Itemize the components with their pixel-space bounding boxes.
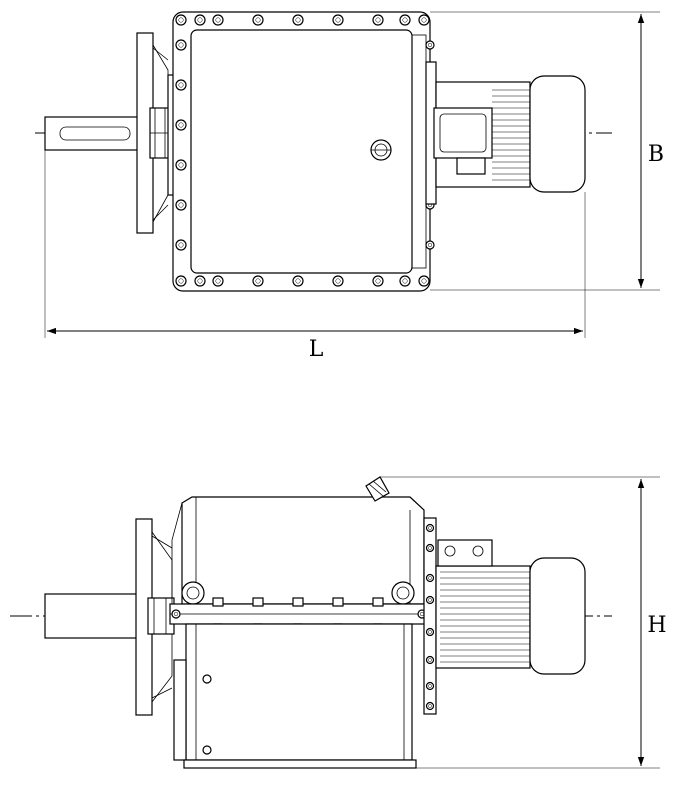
bolt-head — [175, 119, 187, 131]
top-flange — [136, 32, 173, 234]
top-motor — [425, 61, 586, 205]
bolt-head — [171, 609, 181, 619]
bolt-head — [425, 523, 435, 533]
bolt-head — [425, 595, 435, 605]
bolt-head — [425, 543, 435, 553]
bolt-head — [292, 14, 304, 26]
bolt-head — [425, 573, 435, 583]
bolt-head — [372, 275, 384, 287]
bolt-head — [425, 701, 435, 711]
bolt-head — [252, 597, 264, 607]
bolt-head — [425, 40, 435, 50]
bolt-head — [212, 275, 224, 287]
dimension-h-label: H — [647, 613, 666, 638]
bolt-head — [212, 597, 224, 607]
bolt-head — [425, 240, 435, 250]
bolt-head — [399, 14, 411, 26]
bolt-head — [252, 14, 264, 26]
side-motor — [423, 517, 586, 715]
bolt-head — [212, 14, 224, 26]
side-flange — [135, 518, 175, 716]
bolt-head — [332, 14, 344, 26]
bolt-head — [372, 597, 384, 607]
bolt-head — [418, 275, 430, 287]
side-lower-housing — [173, 623, 417, 769]
side-output-shaft — [44, 593, 146, 639]
bolt-head — [332, 597, 344, 607]
bolt-head — [372, 14, 384, 26]
bolt-head — [425, 627, 435, 637]
bolt-head — [332, 275, 344, 287]
bolt-head — [425, 655, 435, 665]
bolt-head — [175, 275, 187, 287]
bolt-head — [418, 14, 430, 26]
bolt-head — [175, 14, 187, 26]
bolt-head — [175, 199, 187, 211]
bolt-head — [194, 275, 206, 287]
side-view: H — [10, 476, 667, 769]
bolt-head — [175, 39, 187, 51]
dimension-b: B — [430, 11, 664, 291]
dimension-l-label: L — [309, 337, 324, 362]
bolt-head — [175, 239, 187, 251]
bolt-head — [292, 597, 304, 607]
side-upper-housing — [171, 496, 425, 605]
bolt-head — [292, 275, 304, 287]
bolt-head — [175, 79, 187, 91]
bolt-head — [252, 275, 264, 287]
dimension-b-label: B — [648, 142, 664, 167]
side-breather — [365, 476, 660, 502]
bolt-head — [194, 14, 206, 26]
bolt-head — [425, 681, 435, 691]
dimension-h: H — [416, 479, 667, 769]
top-output-shaft — [44, 116, 150, 151]
dimension-l: L — [44, 150, 586, 362]
bolt-head — [399, 275, 411, 287]
top-view: B L — [35, 11, 664, 362]
bolt-head — [175, 159, 187, 171]
top-oil-plug — [370, 139, 392, 161]
